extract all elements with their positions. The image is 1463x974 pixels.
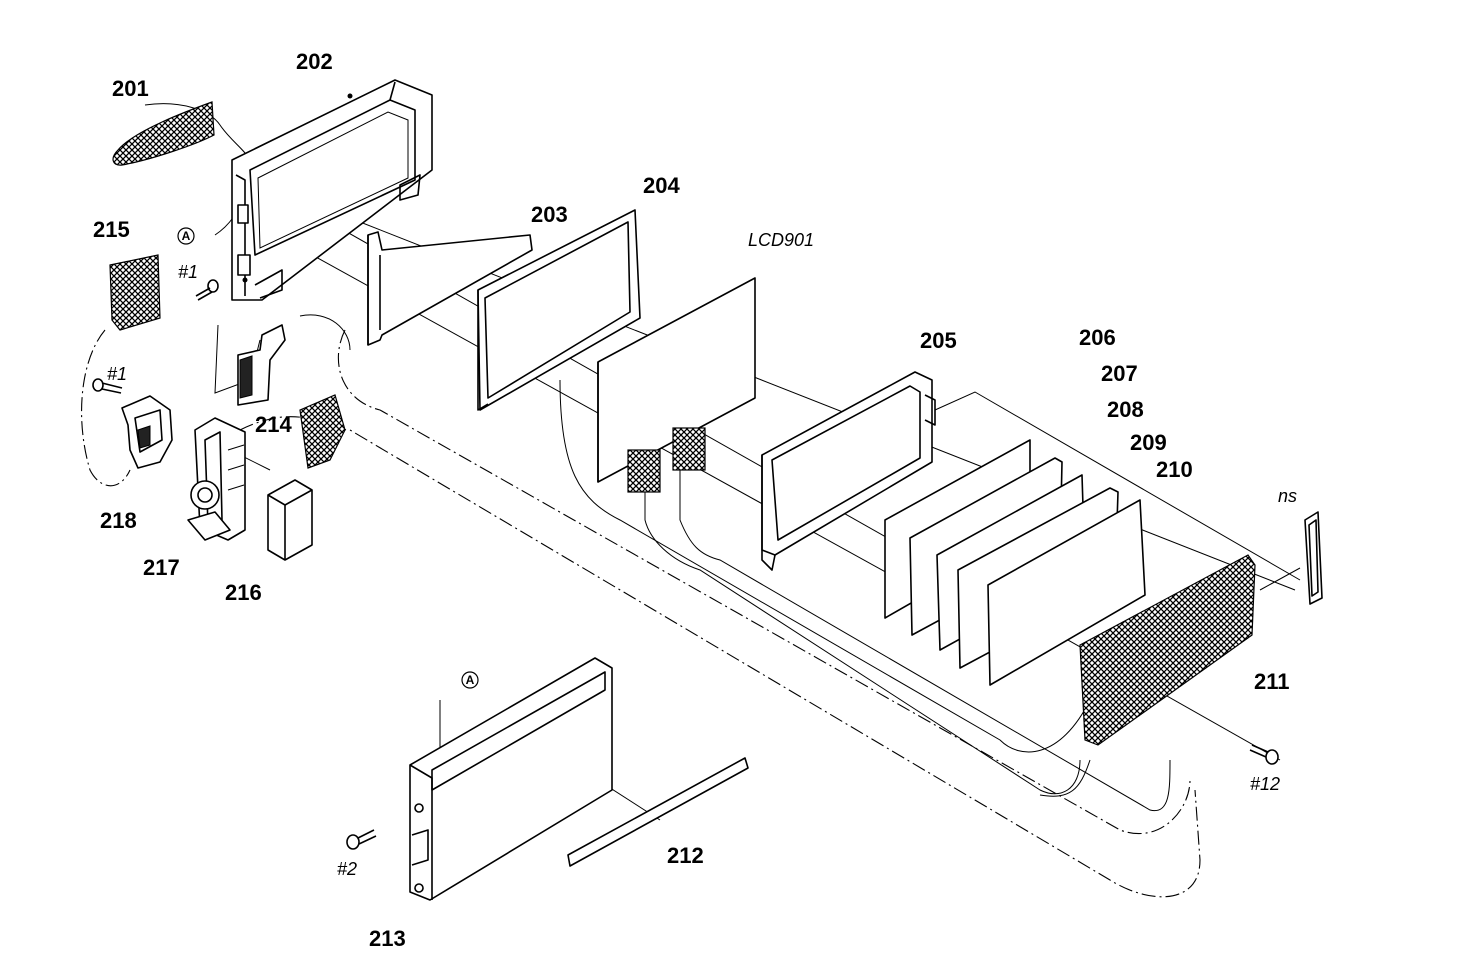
part-201-mesh-strip <box>112 101 215 166</box>
part-210-sheet <box>987 499 1146 686</box>
part-214-bracket <box>237 324 286 406</box>
part-217-hinge-assembly <box>187 417 246 541</box>
label-205: 205 <box>920 328 957 353</box>
part-205-backlight-frame <box>761 371 936 571</box>
part-ns-strip <box>1304 511 1323 605</box>
label-screw-12: #12 <box>1250 774 1280 794</box>
label-202: 202 <box>296 49 333 74</box>
label-201: 201 <box>112 76 149 101</box>
ref-marker-a-top: A <box>177 227 195 245</box>
part-204-frame-panel <box>477 209 641 411</box>
label-213: 213 <box>369 926 406 951</box>
label-lcd901: LCD901 <box>748 230 814 250</box>
label-204: 204 <box>643 173 680 198</box>
screw-1-lower <box>92 378 123 394</box>
label-207: 207 <box>1101 361 1138 386</box>
part-203-sheet <box>367 231 533 346</box>
part-213-bottom-case <box>409 657 613 901</box>
part-211-mesh-board <box>1079 554 1256 746</box>
label-206: 206 <box>1079 325 1116 350</box>
label-211: 211 <box>1254 669 1290 694</box>
label-210: 210 <box>1156 457 1193 482</box>
label-217: 217 <box>143 555 180 580</box>
ref-marker-a-bottom: A <box>461 671 479 689</box>
label-screw-2: #2 <box>337 859 357 879</box>
part-labels: 201 202 203 204 205 206 207 208 209 210 … <box>93 49 1297 951</box>
label-ns: ns <box>1278 486 1297 506</box>
label-212: 212 <box>667 843 704 868</box>
part-lcd901-panel <box>597 277 756 493</box>
label-208: 208 <box>1107 397 1144 422</box>
label-209: 209 <box>1130 430 1167 455</box>
ref-a-top-text: A <box>182 229 191 243</box>
part-216-cover <box>267 394 346 561</box>
part-202-bezel-frame <box>231 79 433 301</box>
label-203: 203 <box>531 202 568 227</box>
label-216: 216 <box>225 580 262 605</box>
screw-1-upper <box>195 279 219 301</box>
part-212-strip <box>567 757 749 867</box>
screw-12 <box>1249 744 1279 765</box>
label-218: 218 <box>100 508 137 533</box>
label-215: 215 <box>93 217 130 242</box>
part-218-hinge-part <box>121 395 173 469</box>
label-screw-1-lower: #1 <box>107 364 127 384</box>
part-215-mesh-pad <box>109 254 161 331</box>
ref-a-bottom-text: A <box>466 673 475 687</box>
screw-2 <box>346 829 377 850</box>
label-214: 214 <box>255 412 292 437</box>
label-screw-1-upper: #1 <box>178 262 198 282</box>
